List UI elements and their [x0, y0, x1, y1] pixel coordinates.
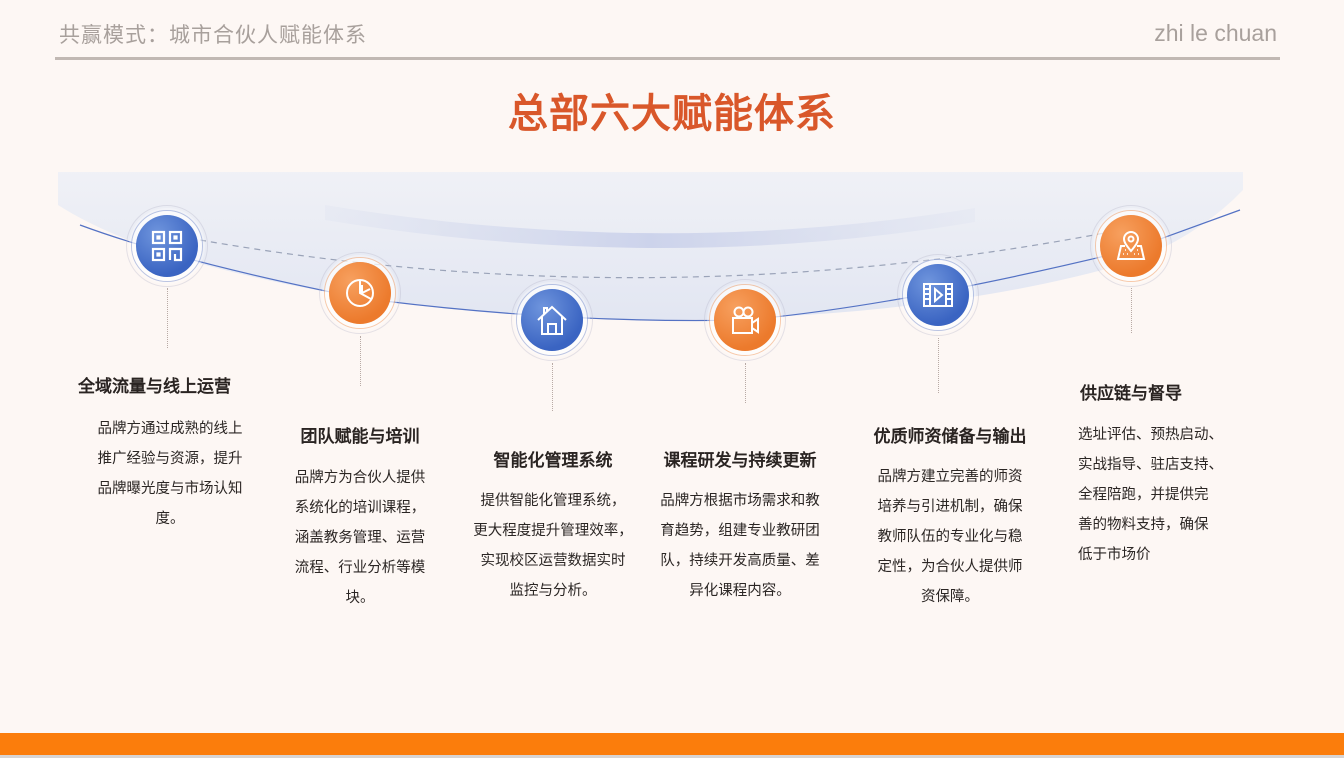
- connector-line: [552, 363, 553, 411]
- item-title-1: 全域流量与线上运营: [78, 377, 231, 397]
- desc-line: 品牌方建立完善的师资: [877, 469, 1023, 485]
- qr-code-icon: [151, 230, 183, 262]
- item-desc-4: 品牌方根据市场需求和教 育趋势，组建专业教研团 队，持续开发高质量、差 异化课程…: [645, 486, 835, 606]
- desc-line: 教师队伍的专业化与稳: [877, 529, 1023, 545]
- desc-line: 度。: [155, 511, 185, 527]
- desc-line: 善的物料支持，确保: [1078, 517, 1209, 533]
- desc-line: 队，持续开发高质量、差: [660, 553, 820, 569]
- node-4: [714, 289, 776, 351]
- desc-line: 品牌方通过成熟的线上: [97, 421, 243, 437]
- pie-chart-icon: [346, 279, 374, 307]
- desc-line: 实战指导、驻店支持、: [1078, 457, 1223, 473]
- desc-line: 定性，为合伙人提供师: [877, 559, 1023, 575]
- header-divider: [55, 57, 1280, 60]
- item-desc-1: 品牌方通过成熟的线上 推广经验与资源，提升 品牌曝光度与市场认知 度。: [80, 414, 260, 534]
- node-1: [136, 215, 198, 277]
- item-desc-3: 提供智能化管理系统， 更大程度提升管理效率， 实现校区运营数据实时 监控与分析。: [462, 486, 644, 606]
- desc-line: 监控与分析。: [509, 583, 597, 599]
- desc-line: 提供智能化管理系统，: [480, 493, 626, 509]
- connector-line: [938, 338, 939, 393]
- desc-line: 品牌方根据市场需求和教: [660, 493, 820, 509]
- node-2: [329, 262, 391, 324]
- desc-line: 推广经验与资源，提升: [97, 451, 243, 467]
- page-title: 总部六大赋能体系: [508, 91, 836, 137]
- node-6: [1100, 215, 1162, 277]
- desc-line: 涵盖教务管理、运营: [294, 530, 426, 546]
- node-3: [521, 289, 583, 351]
- desc-line: 育趋势，组建专业教研团: [660, 523, 820, 539]
- desc-line: 低于市场价: [1078, 547, 1151, 563]
- item-desc-5: 品牌方建立完善的师资 培养与引进机制，确保 教师队伍的专业化与稳 定性，为合伙人…: [855, 462, 1045, 612]
- item-desc-6: 选址评估、预热启动、 实战指导、驻店支持、 全程陪跑，并提供完 善的物料支持，确…: [1078, 420, 1248, 570]
- connector-line: [360, 336, 361, 386]
- desc-line: 资保障。: [921, 589, 979, 605]
- item-title-4: 课程研发与持续更新: [663, 451, 817, 471]
- map-pin-icon: [1116, 231, 1146, 260]
- connector-line: [1131, 288, 1132, 333]
- item-title-5: 优质师资储备与输出: [873, 427, 1027, 447]
- connector-line: [745, 363, 746, 403]
- desc-line: 选址评估、预热启动、: [1078, 427, 1223, 443]
- node-5: [907, 264, 969, 326]
- desc-line: 系统化的培训课程，: [294, 500, 426, 516]
- video-camera-icon: [732, 306, 759, 334]
- house-icon: [537, 305, 567, 335]
- desc-line: 实现校区运营数据实时: [480, 553, 626, 569]
- desc-line: 流程、行业分析等模: [294, 560, 426, 576]
- desc-line: 更大程度提升管理效率，: [473, 523, 633, 539]
- item-title-6: 供应链与督导: [1080, 384, 1182, 404]
- connector-line: [167, 288, 168, 348]
- film-play-icon: [923, 283, 953, 307]
- item-desc-2: 品牌方为合伙人提供 系统化的培训课程， 涵盖教务管理、运营 流程、行业分析等模 …: [275, 463, 445, 613]
- desc-line: 块。: [345, 590, 375, 606]
- desc-line: 异化课程内容。: [689, 583, 791, 599]
- footer-bar: [0, 733, 1344, 755]
- header-brand: zhi le chuan: [1154, 20, 1277, 46]
- desc-line: 培养与引进机制，确保: [877, 499, 1023, 515]
- desc-line: 全程陪跑，并提供完: [1078, 487, 1209, 503]
- item-title-2: 团队赋能与培训: [300, 427, 420, 447]
- item-title-3: 智能化管理系统: [493, 451, 613, 471]
- desc-line: 品牌方为合伙人提供: [294, 470, 426, 486]
- footer-edge: [0, 755, 1344, 758]
- desc-line: 品牌曝光度与市场认知: [97, 481, 243, 497]
- header-title: 共赢模式：城市合伙人赋能体系: [59, 23, 367, 47]
